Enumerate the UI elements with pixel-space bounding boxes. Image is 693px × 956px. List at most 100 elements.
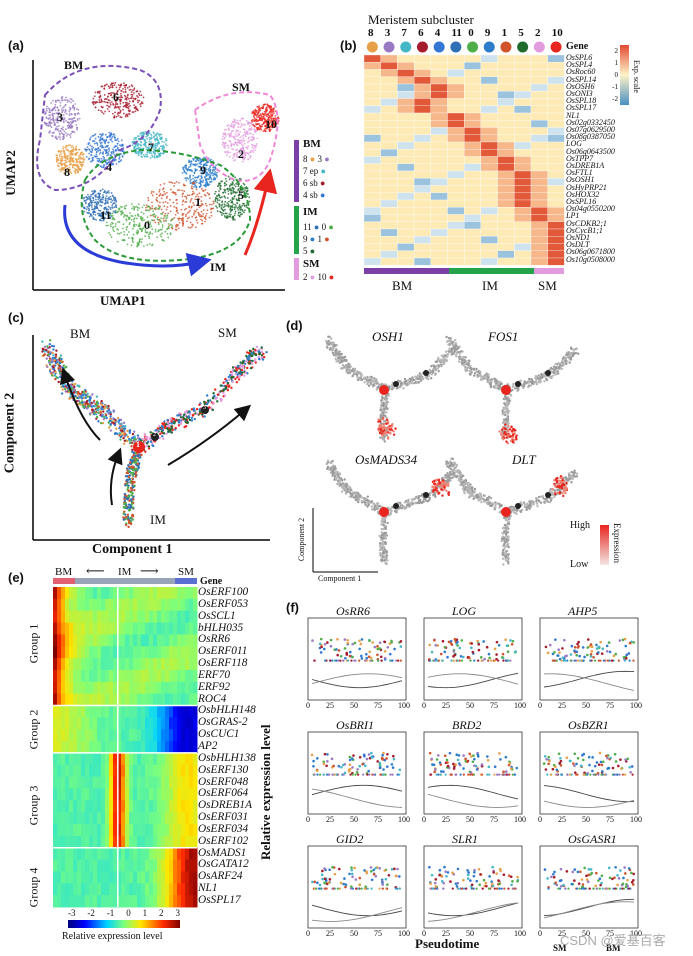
- trajectory-gene: ERF92: [198, 680, 230, 693]
- heatmap-gene: OsCDKB2;1: [566, 218, 607, 228]
- panel-e-group-1: Group 1: [26, 623, 41, 664]
- traj-sm: SM: [218, 325, 237, 340]
- watermark: CSDN @爱基百客: [560, 933, 666, 948]
- panel-e-arrow-right: ⟶: [140, 563, 159, 578]
- trajectory-gene: OsERF118: [198, 657, 248, 670]
- panel-f-plots: [307, 617, 639, 929]
- subcluster-0: 0: [468, 27, 474, 39]
- heatmap-gene: OsSPL4: [566, 60, 593, 70]
- subcluster-11: 11: [451, 27, 462, 39]
- panel-f-yaxis: Relative expression level: [258, 724, 273, 860]
- heatmap-gene: OsOSH6: [566, 81, 595, 91]
- trajectory-gene: NL1: [198, 882, 218, 895]
- panel-f-bottom-sm: SM: [553, 943, 567, 953]
- panel-d-gene-dlt: DLT: [512, 452, 536, 467]
- scale-tick: 1: [142, 908, 148, 918]
- panel-d-low: Low: [570, 559, 589, 570]
- heatmap-gene: OsFTL1: [566, 168, 593, 178]
- pseudotime-gene-title: OsBRI1: [336, 718, 374, 732]
- trajectory-gene: ERF70: [198, 668, 230, 681]
- panel-b-gene-header: Gene: [566, 41, 589, 52]
- panel-e-top-sm: SM: [178, 566, 194, 578]
- panel-b-group-sm: SM: [538, 278, 557, 293]
- heatmap-gene: LP1: [566, 211, 580, 221]
- cluster-2: 2: [238, 147, 244, 161]
- panel-a-plot: [32, 60, 285, 291]
- legend-im-title: IM: [303, 206, 318, 218]
- panel-d-gene-osmads34: OsMADS34: [355, 452, 418, 467]
- subcluster-9: 9: [484, 27, 491, 39]
- cluster-11: 11: [100, 208, 112, 222]
- scale-tick: -1: [612, 83, 618, 91]
- panel-f-label: (f): [286, 600, 299, 615]
- legend-im-rows: 11 ● 0 ● 9 ● 1 ● 5 ●: [303, 222, 334, 256]
- panel-a-label: (a): [8, 38, 24, 53]
- panel-b-group-im: IM: [482, 278, 498, 293]
- panel-c-label: (c): [8, 310, 24, 325]
- umap-region-sm: SM: [232, 80, 250, 94]
- traj-bm: BM: [70, 326, 91, 341]
- trajectory-gene: OsDREB1A: [198, 799, 252, 812]
- heatmap-gene: Os06g0643500: [566, 146, 615, 156]
- scale-tick: -3: [68, 908, 76, 918]
- scale-tick: 2: [159, 908, 164, 918]
- panel-f-xaxis: Pseudotime: [415, 936, 480, 951]
- umap-region-im: IM: [210, 260, 226, 274]
- panel-b-header: Meristem subcluster: [368, 12, 474, 27]
- subcluster-6: 6: [418, 27, 424, 39]
- legend-sm-title: SM: [303, 258, 320, 270]
- pseudotime-gene-title: OsBZR1: [568, 718, 609, 732]
- cluster-6: 6: [113, 90, 119, 104]
- trajectory-gene: OsERF130: [198, 763, 249, 776]
- panel-e-arrow-left: ⟵: [86, 563, 105, 578]
- heatmap-gene: OsONI3: [566, 89, 593, 99]
- traj-node-1: 1: [136, 440, 140, 449]
- trajectory-gene: OsERF053: [198, 597, 249, 610]
- traj-xaxis: Component 1: [92, 542, 173, 557]
- panel-d-high: High: [570, 520, 590, 531]
- scale-tick: 1: [614, 59, 619, 67]
- subcluster-7: 7: [401, 27, 407, 39]
- trajectory-gene: OsERF100: [198, 586, 249, 598]
- panel-d-xaxis: Component 1: [318, 574, 362, 583]
- panel-b-colorbar: [620, 45, 629, 105]
- heatmap-gene: OsSPL6: [566, 53, 593, 62]
- pseudotime-gene-title: OsGASR1: [568, 832, 617, 846]
- trajectory-gene: ROC4: [198, 692, 227, 705]
- cluster-0: 0: [144, 218, 150, 232]
- trajectory-gene: OsbHLH138: [198, 751, 256, 764]
- heatmap-gene: Os10g0508000: [566, 254, 615, 264]
- cluster-7: 7: [148, 140, 154, 154]
- panel-e-top-im: IM: [118, 566, 132, 578]
- trajectory-gene: OsERF102: [198, 834, 249, 847]
- heatmap-gene: OsSPL14: [566, 74, 597, 84]
- scale-tick: -2: [87, 908, 95, 918]
- heatmap-gene: OsRoc60: [566, 67, 596, 77]
- panel-b-scale-title: Exp. scale: [632, 60, 641, 93]
- cluster-3: 3: [57, 110, 63, 124]
- panel-d-gene-osh1: OSH1: [372, 329, 404, 344]
- heatmap-gene: OsTPP7: [566, 153, 594, 163]
- heatmap-gene: Os07g0629500: [566, 125, 615, 135]
- pseudotime-gene-title: OsRR6: [336, 604, 370, 618]
- subcluster-3: 3: [384, 27, 391, 39]
- pseudotime-gene-title: SLR1: [452, 832, 479, 846]
- panel-e-group-2: Group 2: [26, 709, 41, 750]
- pseudotime-gene-title: AHP5: [568, 604, 598, 618]
- trajectory-gene: OsMADS1: [198, 846, 247, 859]
- trajectory-gene: OsERF048: [198, 775, 249, 788]
- heatmap-gene: Os02g0332450: [566, 117, 615, 127]
- panel-e-label: (e): [8, 570, 24, 585]
- panel-c-plot: [32, 335, 270, 541]
- subcluster-4: 4: [434, 27, 441, 39]
- heatmap-gene: OsDREB1A: [566, 161, 605, 171]
- heatmap-gene: NL1: [566, 110, 580, 120]
- trajectory-gene: OsSCL1: [198, 609, 236, 622]
- pseudotime-gene-title: BRD2: [452, 718, 482, 732]
- panel-b-group-bm: BM: [392, 278, 413, 293]
